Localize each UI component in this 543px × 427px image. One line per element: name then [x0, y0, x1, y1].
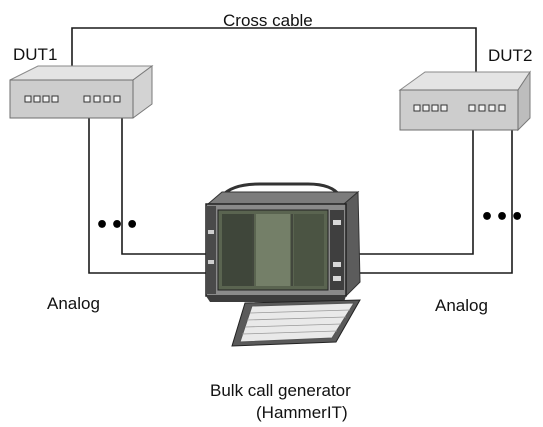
analog-line-left-inner: [121, 108, 206, 255]
analog-line-right-inner: [352, 117, 474, 255]
generator-computer-icon: [205, 182, 361, 347]
generator-sublabel: (HammerIT): [256, 403, 348, 422]
analog-label-right: Analog: [435, 296, 488, 315]
ellipsis-left: •••: [95, 213, 141, 238]
dut1-device-icon: [9, 65, 154, 119]
generator-label: Bulk call generator: [210, 381, 351, 400]
connection-lines: [71, 27, 513, 274]
dut2-label: DUT2: [488, 46, 533, 65]
ellipsis-right: •••: [480, 205, 526, 230]
analog-line-right-outer: [352, 117, 513, 274]
cross-cable-line: [71, 27, 477, 80]
cross-cable-label: Cross cable: [223, 11, 313, 30]
analog-line-left-outer: [88, 108, 206, 274]
analog-label-left: Analog: [47, 294, 100, 313]
dut1-label: DUT1: [13, 45, 58, 64]
dut2-device-icon: [398, 70, 531, 132]
